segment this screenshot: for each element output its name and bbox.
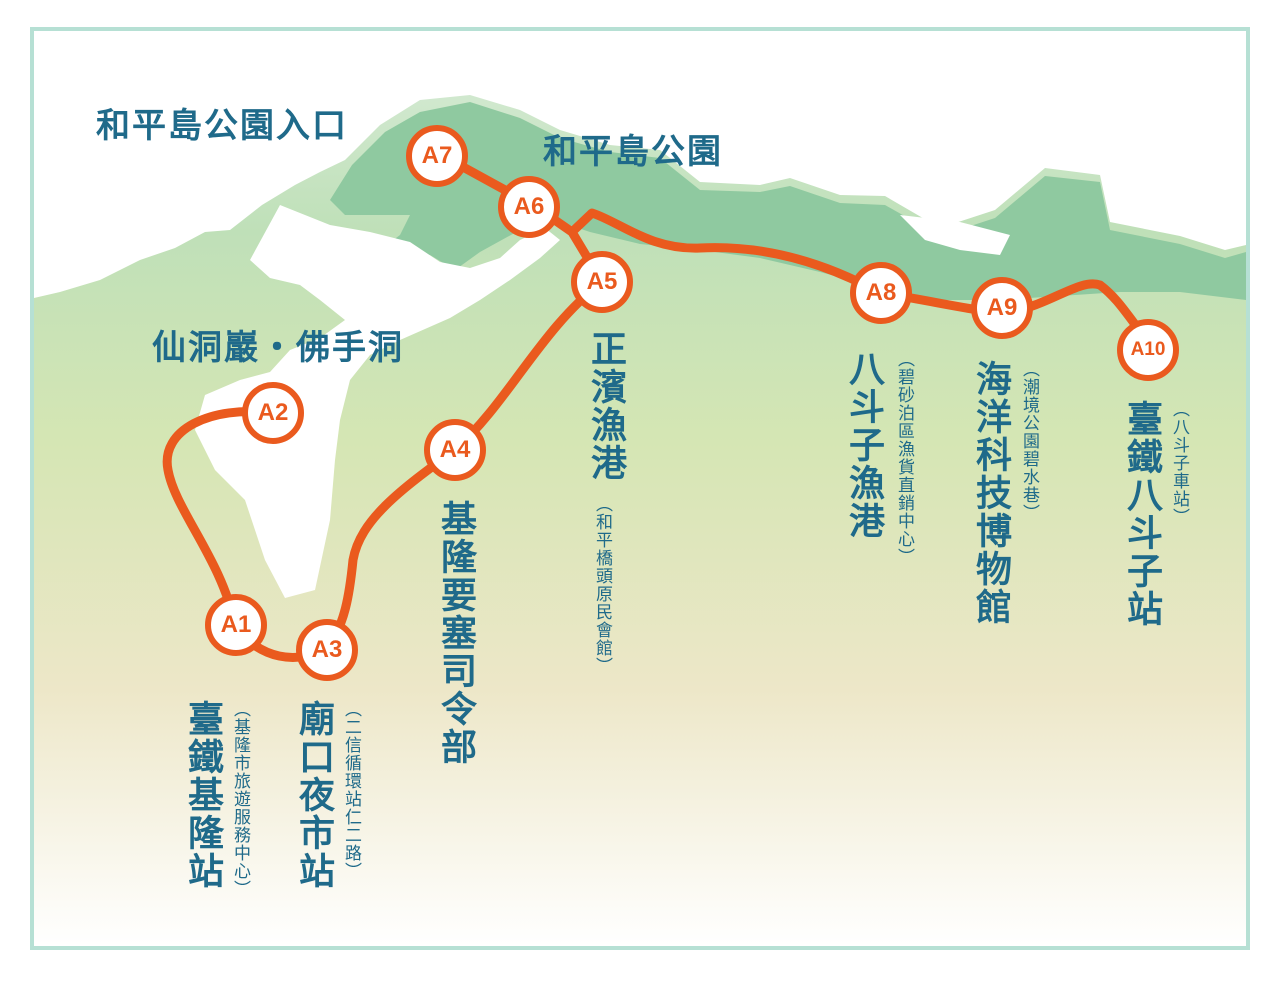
- stop-id: A3: [311, 636, 343, 663]
- stop-badge-a10[interactable]: A10: [1117, 319, 1179, 381]
- stop-badge-a2[interactable]: A2: [242, 382, 304, 444]
- stop-badge-a1[interactable]: A1: [205, 594, 267, 656]
- stop-sub-a10: （八斗子車站）: [1169, 400, 1189, 526]
- stop-badge-a6[interactable]: A6: [498, 176, 560, 238]
- stop-sub-a8: （碧砂泊區漁貨直銷中心）: [894, 350, 914, 566]
- stop-name-a8: 八斗子漁港: [843, 350, 884, 540]
- place-label-cave: 仙洞巖・佛手洞: [152, 328, 404, 368]
- stop-badge-a5[interactable]: A5: [571, 251, 633, 313]
- stop-sub-a3: （二信循環站仁二路）: [341, 700, 361, 880]
- stop-name-a3: 廟口夜市站: [293, 700, 334, 890]
- stop-id: A1: [220, 611, 252, 638]
- stop-id: A9: [986, 294, 1018, 321]
- stop-id: A10: [1130, 339, 1166, 360]
- stop-id: A5: [586, 268, 618, 295]
- stop-id: A7: [421, 142, 453, 169]
- island-landmass: [330, 102, 1246, 300]
- sea-area: [34, 31, 1246, 298]
- place-label-park: 和平島公園: [543, 132, 723, 172]
- stop-badge-a9[interactable]: A9: [971, 277, 1033, 339]
- stop-badge-a7[interactable]: A7: [406, 125, 468, 187]
- stop-id: A4: [439, 436, 471, 463]
- stop-id: A6: [513, 193, 545, 220]
- place-label-park-entrance: 和平島公園入口: [96, 106, 348, 146]
- stop-badge-a4[interactable]: A4: [424, 419, 486, 481]
- stop-name-a4: 基隆要塞司令部: [435, 500, 476, 766]
- stop-sub-a5: （和平橋頭原民會館）: [592, 495, 612, 675]
- stop-sub-a1: （基隆市旅遊服務中心）: [230, 700, 250, 898]
- stop-name-a5: 正濱漁港: [585, 330, 626, 482]
- stop-name-a10: 臺鐵八斗子站: [1121, 400, 1162, 628]
- stop-badge-a8[interactable]: A8: [850, 262, 912, 324]
- stop-id: A8: [865, 279, 897, 306]
- lagoon: [900, 215, 1010, 255]
- harbor-water: [195, 205, 560, 598]
- stop-sub-a9: （潮境公園碧水巷）: [1019, 360, 1039, 522]
- stop-name-a1: 臺鐵基隆站: [182, 700, 223, 890]
- stop-name-a9: 海洋科技博物館: [970, 360, 1011, 626]
- stop-badge-a3[interactable]: A3: [296, 619, 358, 681]
- stop-id: A2: [257, 399, 289, 426]
